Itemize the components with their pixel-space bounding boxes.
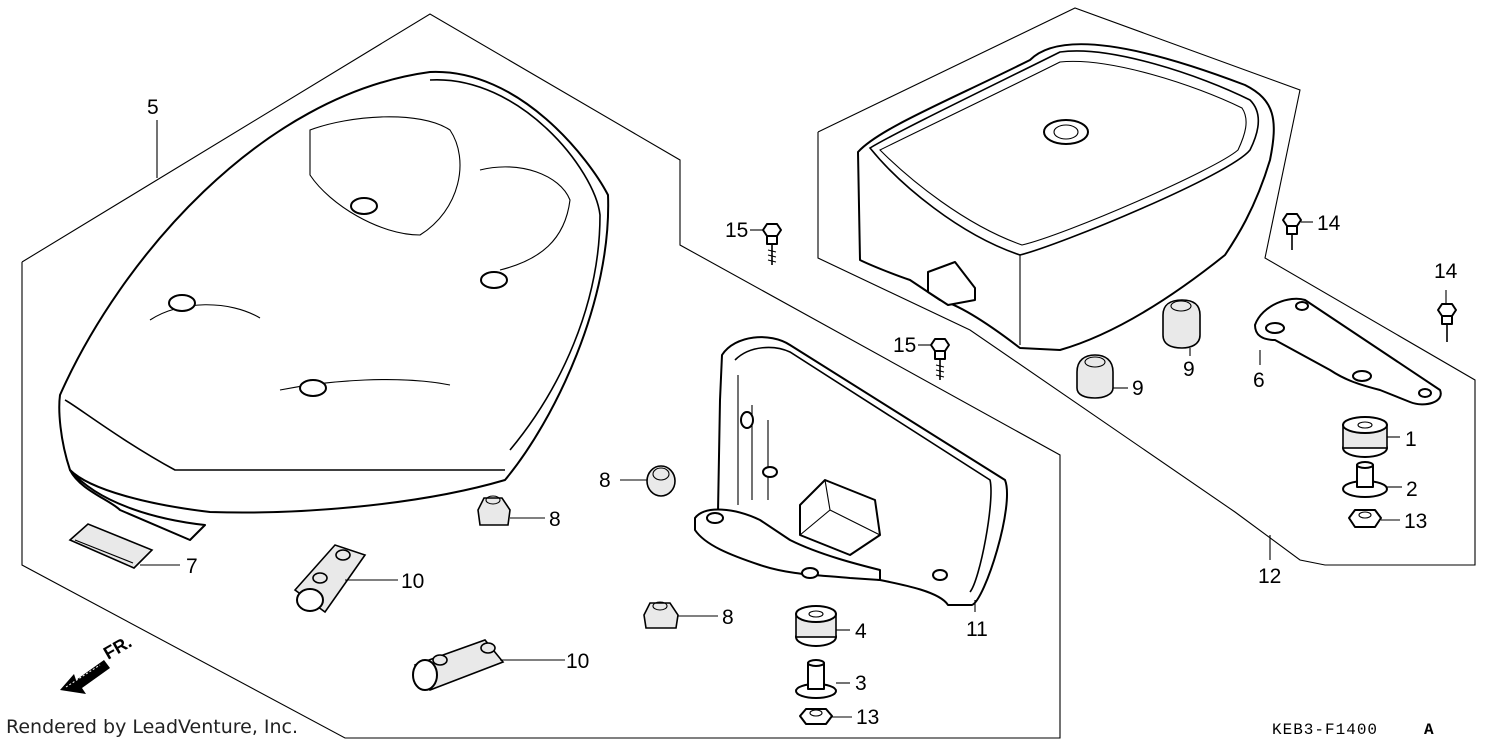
group-boundary-seat — [21, 13, 1061, 739]
collar-2[interactable] — [1342, 461, 1388, 498]
callout-11: 11 — [966, 618, 988, 641]
front-marker-label: FR. — [100, 632, 135, 664]
nut-13-upper[interactable] — [1348, 509, 1382, 528]
cushion-10-upper[interactable] — [293, 544, 367, 614]
bracket-6[interactable] — [1254, 297, 1442, 406]
callout-1: 1 — [1405, 428, 1417, 451]
callout-13-upper: 13 — [1404, 510, 1427, 533]
credit-text: Rendered by LeadVenture, Inc. — [6, 716, 299, 738]
diagram-code-suffix: A — [1424, 721, 1435, 739]
damper-9-upper[interactable] — [1162, 299, 1201, 349]
callout-14-upper: 14 — [1317, 212, 1341, 235]
cushion-10-lower[interactable] — [412, 639, 505, 691]
bolt-14-lower[interactable] — [1437, 303, 1457, 342]
front-direction-arrow-icon — [60, 660, 110, 694]
callout-8-lower: 8 — [722, 606, 734, 629]
callout-8-mid: 8 — [549, 508, 561, 531]
callout-3: 3 — [855, 672, 867, 695]
damper-8-c[interactable] — [643, 601, 679, 629]
callout-15-lower: 15 — [893, 334, 916, 357]
collar-3[interactable] — [795, 659, 837, 699]
leader-lines — [140, 120, 1447, 718]
callout-4: 4 — [855, 620, 867, 643]
callout-6: 6 — [1253, 369, 1265, 392]
damper-8-a[interactable] — [646, 465, 676, 497]
callout-5: 5 — [147, 96, 159, 119]
callout-14-lower: 14 — [1434, 260, 1458, 283]
group-boundary-rear-seat — [817, 7, 1476, 566]
bolt-14-upper[interactable] — [1282, 213, 1302, 250]
callout-2: 2 — [1406, 478, 1418, 501]
bolt-15-lower[interactable] — [930, 338, 950, 380]
callout-12: 12 — [1258, 565, 1281, 588]
callout-7: 7 — [186, 555, 198, 578]
callout-9-upper: 9 — [1183, 358, 1195, 381]
seat-main[interactable] — [58, 70, 610, 541]
rear-seat-12[interactable] — [857, 43, 1275, 351]
callout-10-lower: 10 — [566, 650, 589, 673]
grommet-4[interactable] — [795, 605, 837, 647]
bolt-15-upper[interactable] — [762, 223, 782, 265]
callout-10-upper: 10 — [401, 570, 424, 593]
damper-8-b[interactable] — [477, 495, 511, 526]
diagram-code: KEB3-F1400 — [1272, 721, 1378, 739]
callout-8-upper: 8 — [599, 469, 611, 492]
callout-13-lower: 13 — [856, 706, 879, 729]
callout-9-lower: 9 — [1132, 377, 1144, 400]
damper-9-lower[interactable] — [1076, 354, 1114, 399]
grommet-1[interactable] — [1342, 416, 1388, 458]
pad-7[interactable] — [68, 523, 154, 569]
nut-13-lower[interactable] — [799, 708, 833, 725]
callout-15-upper: 15 — [725, 219, 748, 242]
seat-frame-11[interactable] — [694, 336, 1008, 606]
